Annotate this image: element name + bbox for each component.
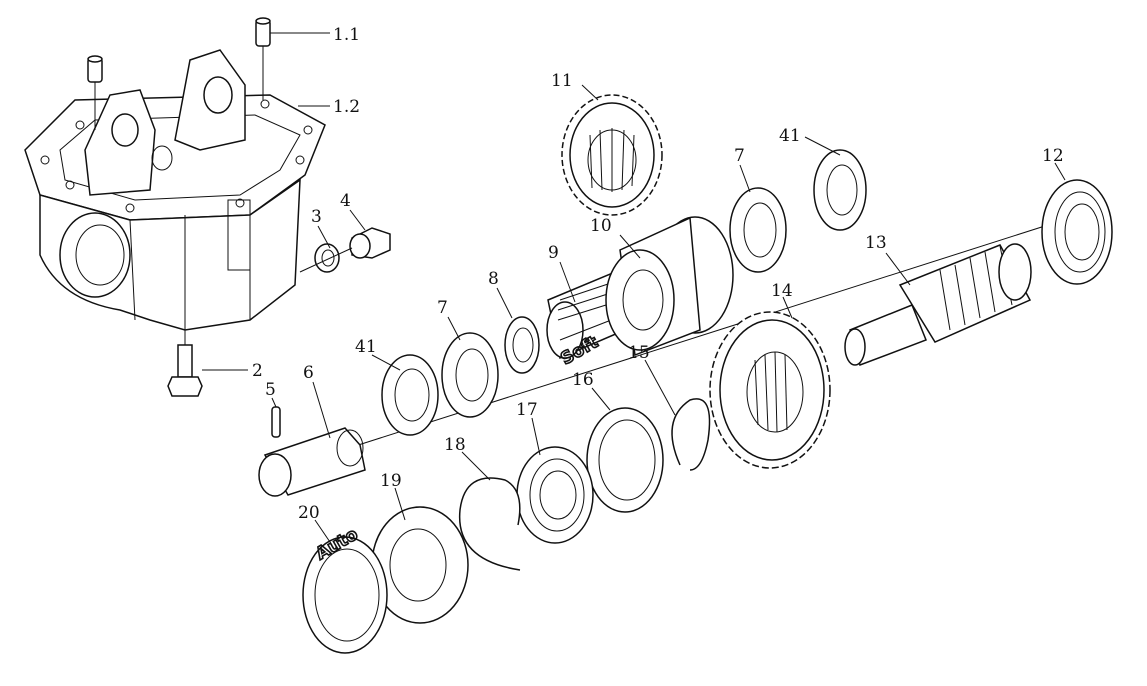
bearing-17 <box>516 446 594 544</box>
callout-2: 2 <box>252 361 263 381</box>
callout-41-right: 41 <box>779 126 801 146</box>
washer-41-left <box>381 354 439 436</box>
callout-15: 15 <box>628 343 650 363</box>
callout-41-left: 41 <box>355 337 377 357</box>
circlip-18 <box>458 477 521 571</box>
callout-18: 18 <box>444 435 466 455</box>
callout-5: 5 <box>265 380 276 400</box>
circlip-15 <box>671 398 711 471</box>
gear-14 <box>709 311 831 469</box>
callout-4: 4 <box>340 191 351 211</box>
washer-3 <box>314 243 340 273</box>
callout-20: 20 <box>298 503 320 523</box>
washer-16 <box>586 407 664 513</box>
callout-1-2: 1.2 <box>333 97 360 117</box>
plug-4 <box>349 227 391 259</box>
pin-5 <box>271 406 281 438</box>
bolt-2 <box>167 300 203 397</box>
callout-7-right: 7 <box>734 146 745 166</box>
callout-10: 10 <box>590 216 612 236</box>
callout-16: 16 <box>572 370 594 390</box>
splined-shaft-13 <box>844 243 1032 366</box>
callout-1-1: 1.1 <box>333 25 360 45</box>
washer-41-right <box>813 149 867 231</box>
gear-10 <box>605 216 734 357</box>
washer-7-right <box>729 187 787 273</box>
shaft-6 <box>258 427 366 497</box>
gearbox-housing <box>24 49 326 331</box>
callout-14: 14 <box>771 281 793 301</box>
bearing-12 <box>1041 179 1113 285</box>
ring-8 <box>504 316 540 374</box>
callout-17: 17 <box>516 400 538 420</box>
dowel-pin-1-1 <box>87 17 271 130</box>
gear-11 <box>561 94 663 216</box>
callout-11: 11 <box>551 71 573 91</box>
callout-7-left: 7 <box>437 298 448 318</box>
callout-13: 13 <box>865 233 887 253</box>
washer-7-left <box>441 332 499 418</box>
callout-3: 3 <box>311 207 322 227</box>
cap-20 <box>302 536 388 654</box>
leader-lines <box>202 32 1066 546</box>
callout-6: 6 <box>303 363 314 383</box>
callout-8: 8 <box>488 269 499 289</box>
callout-9: 9 <box>548 243 559 263</box>
callout-19: 19 <box>380 471 402 491</box>
callout-12: 12 <box>1042 146 1064 166</box>
